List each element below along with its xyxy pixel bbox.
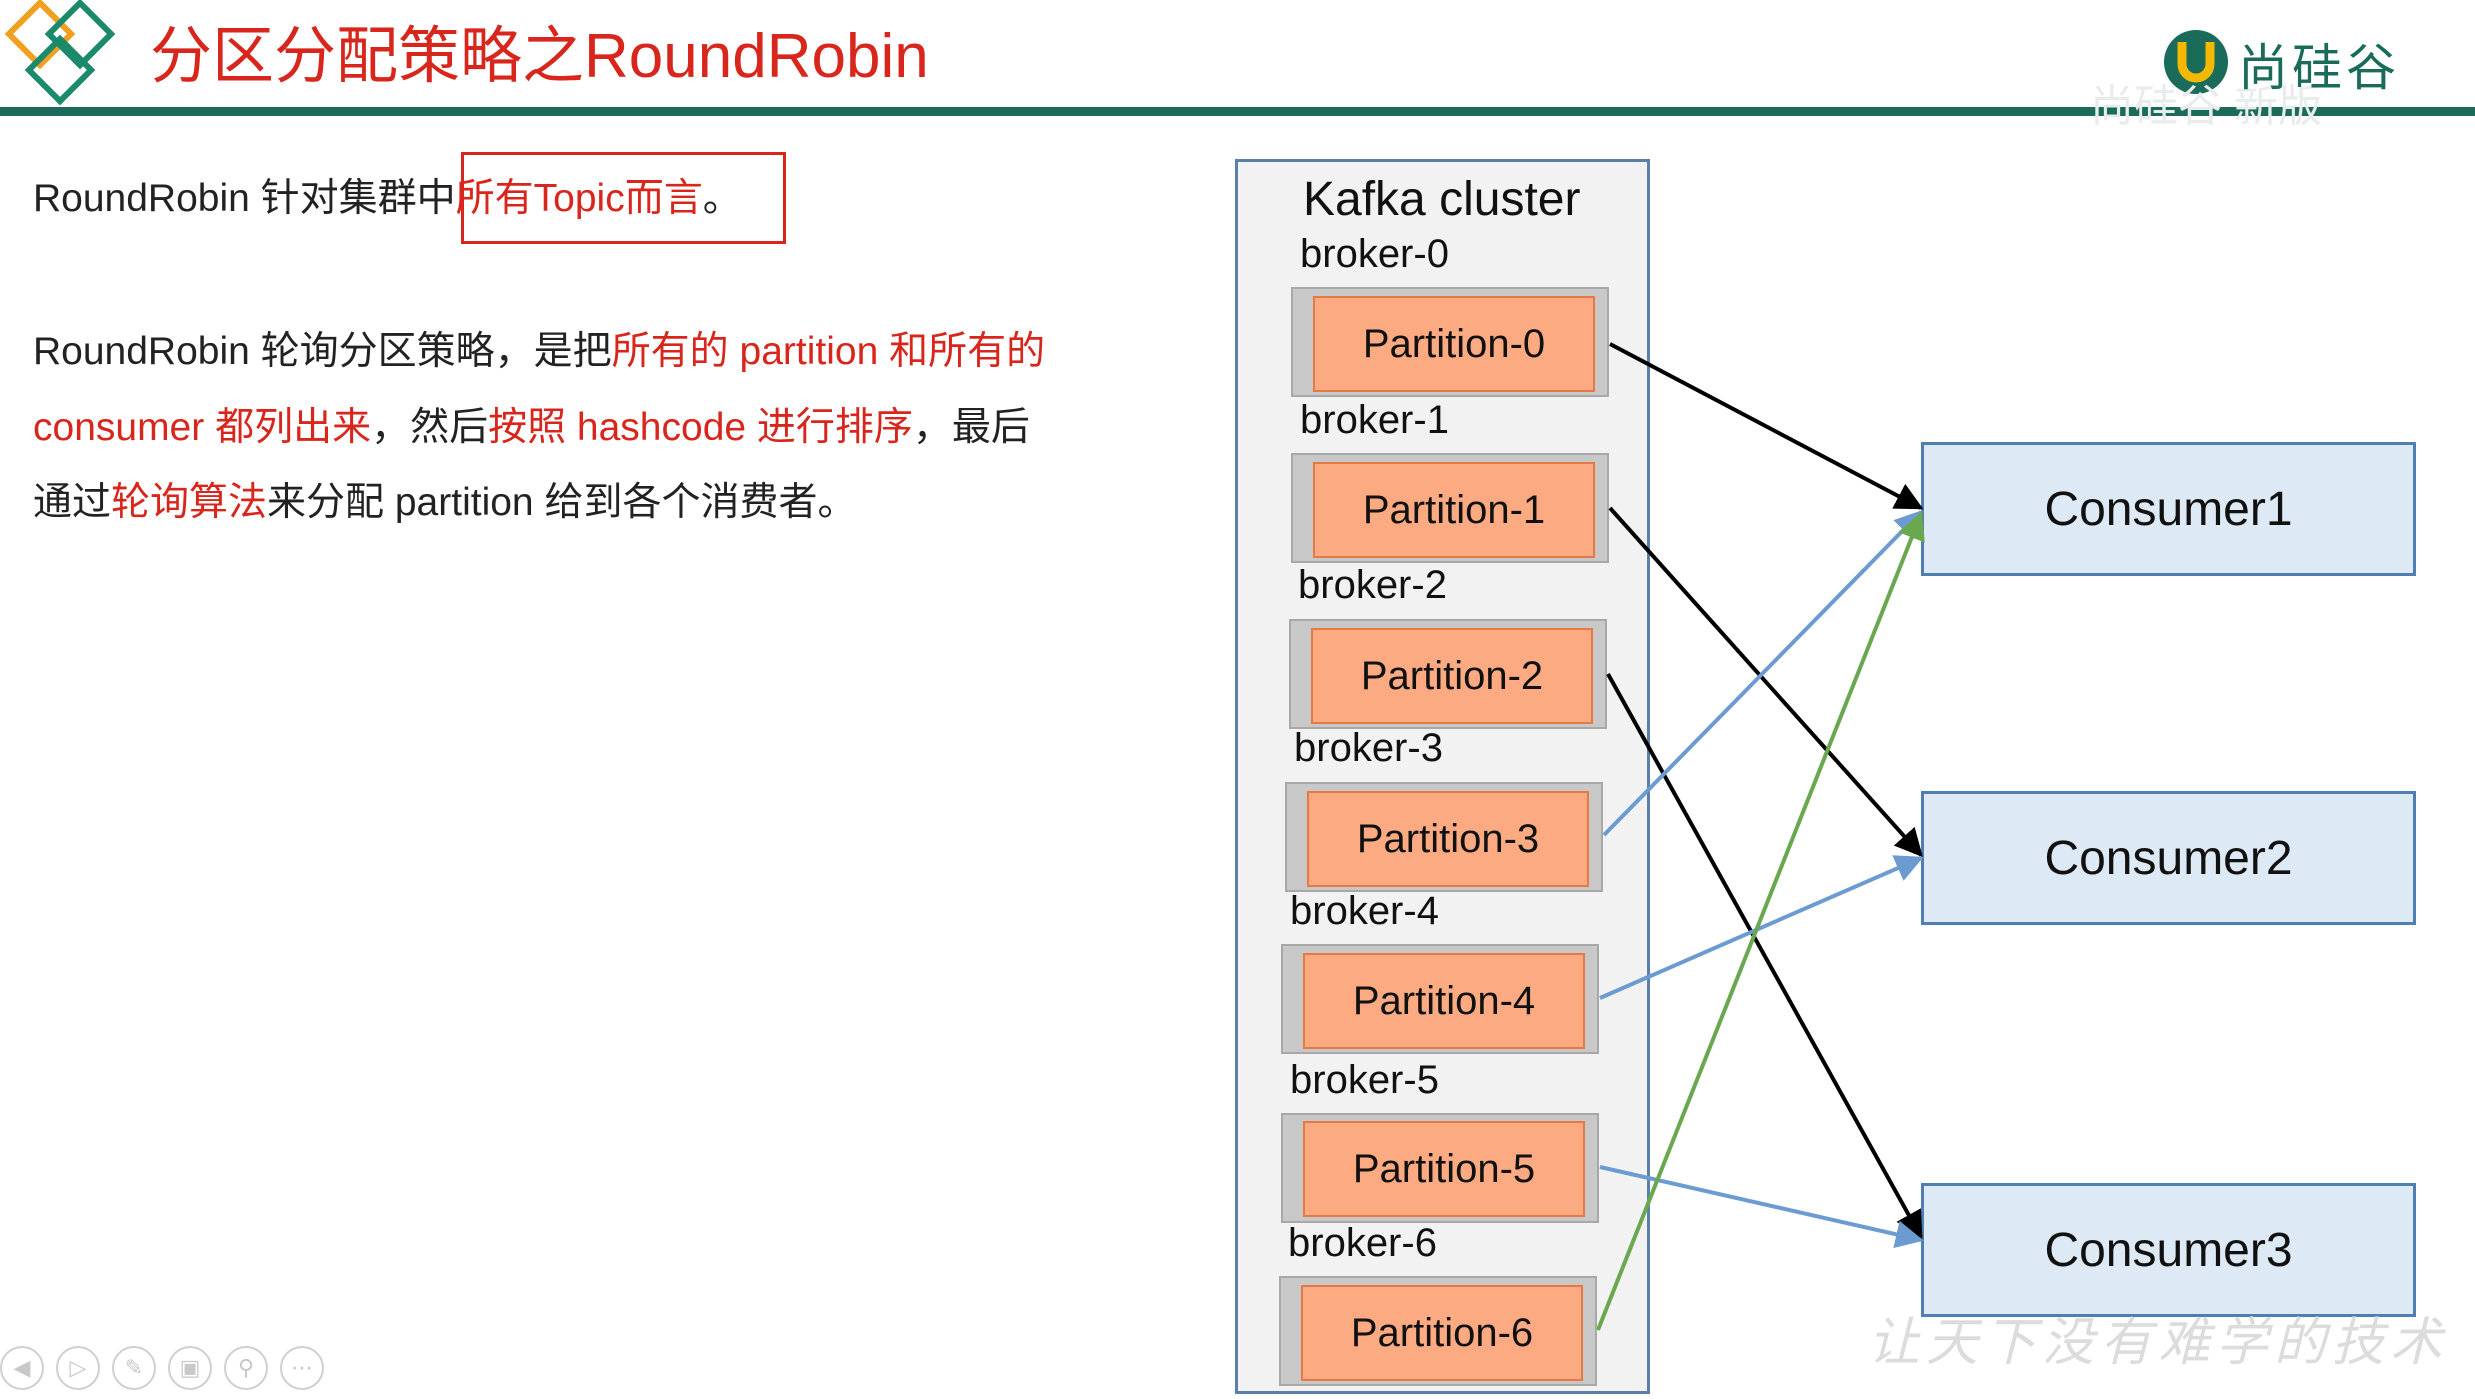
partition-box: Partition-1 (1313, 462, 1595, 558)
text-run: RoundRobin 轮询分区策略，是把 (33, 330, 612, 373)
broker-label: broker-6 (1288, 1221, 1437, 1265)
partition-box: Partition-3 (1307, 791, 1589, 887)
brand-logo-icon (2164, 30, 2228, 94)
broker-label: broker-0 (1300, 232, 1449, 276)
highlight-text: 按照 hashcode 进行排序 (488, 406, 913, 449)
partition-box: Partition-0 (1313, 296, 1595, 392)
consumer-box: Consumer1 (1921, 442, 2416, 576)
body-line-1: RoundRobin 针对集群中所有Topic而言。 (33, 174, 742, 224)
partition-box: Partition-6 (1301, 1285, 1583, 1381)
partition-box: Partition-4 (1303, 953, 1585, 1049)
zoom-icon[interactable]: ⚲ (224, 1346, 268, 1390)
slide-title: 分区分配策略之RoundRobin (150, 22, 929, 91)
body-line-3: consumer 都列出来，然后按照 hashcode 进行排序，最后 (33, 403, 1030, 453)
playback-controls: ◀ ▷ ✎ ▣ ⚲ ⋯ (0, 1346, 324, 1396)
broker-label: broker-1 (1300, 398, 1449, 442)
highlight-text: 轮询算法 (111, 481, 268, 524)
highlight-text: 所有Topic而言 (455, 177, 703, 220)
title-rule (0, 107, 2475, 116)
prev-icon[interactable]: ◀ (0, 1346, 44, 1390)
broker-label: broker-3 (1294, 726, 1443, 770)
assignment-arrow (1602, 510, 1923, 837)
text-run: ，然后 (371, 406, 489, 449)
text-run: 来分配 partition 给到各个消费者。 (267, 481, 857, 524)
logo-diamonds-icon (4, 0, 116, 106)
body-line-2: RoundRobin 轮询分区策略，是把所有的 partition 和所有的 (33, 327, 1045, 377)
assignment-arrow (1609, 342, 1924, 510)
body-line-4: 通过轮询算法来分配 partition 给到各个消费者。 (33, 478, 856, 528)
broker-label: broker-5 (1290, 1058, 1439, 1102)
highlight-text: consumer 都列出来 (33, 406, 372, 449)
more-icon[interactable]: ⋯ (280, 1346, 324, 1390)
highlight-text: 所有的 partition 和所有的 (611, 330, 1046, 373)
consumer-box: Consumer2 (1921, 791, 2416, 925)
broker-label: broker-4 (1290, 889, 1439, 933)
text-run: 通过 (33, 481, 112, 524)
slides-icon[interactable]: ▣ (168, 1346, 212, 1390)
assignment-arrow (1608, 506, 1923, 858)
brand-subtext: 尚硅谷 新版 (2090, 82, 2323, 131)
highlight-box (461, 152, 786, 244)
pen-icon[interactable]: ✎ (112, 1346, 156, 1390)
partition-box: Partition-5 (1303, 1121, 1585, 1217)
text-run: ，最后 (912, 406, 1030, 449)
partition-box: Partition-2 (1311, 628, 1593, 724)
cluster-title: Kafka cluster (1303, 173, 1581, 226)
consumer-box: Consumer3 (1921, 1183, 2416, 1317)
play-icon[interactable]: ▷ (56, 1346, 100, 1390)
assignment-arrow (1606, 673, 1923, 1240)
brand-name: 尚硅谷 (2238, 40, 2400, 96)
text-run: RoundRobin 针对集群中 (33, 177, 456, 220)
slogan-watermark: 让天下没有难学的技术 (1868, 1313, 2449, 1373)
text-run: 。 (702, 177, 742, 220)
broker-label: broker-2 (1298, 563, 1447, 607)
